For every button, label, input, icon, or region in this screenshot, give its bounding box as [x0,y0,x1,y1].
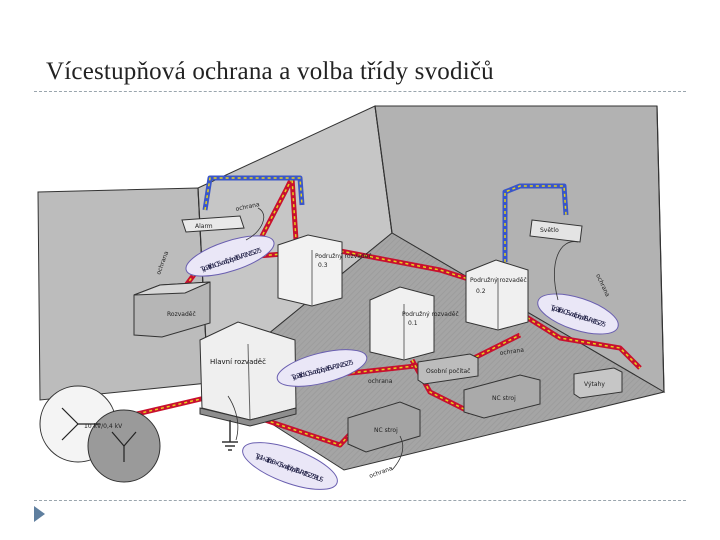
ochrana-label: ochrana [368,378,393,385]
sub-panel-1-label: Podružný rozvaděč [315,253,372,260]
ochrana-label: ochrana [368,465,394,480]
sub-panel-1-id: 0.3 [318,262,328,269]
cable-run [510,305,642,370]
nc-machine-2-label: NC stroj [374,427,398,434]
sub-panel-2: Podružný rozvaděč 0.1 [369,286,459,361]
sub-panel-1: Podružný rozvaděč 0.3 [277,234,372,307]
sub-panel-2-label: Podružný rozvaděč [402,311,459,318]
footer-separator [34,500,686,501]
main-panel: Hlavní rozvaděč [199,321,297,427]
cable-run [202,175,305,211]
svetlo-label: Světlo [540,227,559,234]
bullet-triangle-icon [34,506,45,522]
nc-machine-1-label: NC stroj [492,395,516,402]
sub-panel-2-id: 0.1 [408,320,418,327]
transformer-label: 10 kV/0,4 kV [84,423,123,430]
title-separator [34,91,686,92]
ochrana-label: ochrana [235,201,261,213]
callout-oval: Typ 2 (třída C) Svodič přepětí SVR 4 / 1… [537,293,619,335]
office-pc-label: Osobní počítač [426,368,470,375]
sub-panel-3-id: 0.2 [476,288,486,295]
elevator-label: Výtahy [584,381,605,388]
slide-title: Vícestupňová ochrana a volba třídy svodi… [46,58,494,85]
ochrana-label: ochrana [499,347,524,357]
sub-panel-3-label: Podružný rozvaděč [470,277,527,284]
alarm-box: Alarm [181,215,245,233]
ground-symbol [222,420,238,451]
rozvadec-label: Rozvaděč [167,311,196,318]
elevator-box: Výtahy [573,367,623,399]
office-pc-box: Osobní počítač [417,353,479,385]
leader-lines [227,207,579,471]
rozvadec-box: Rozvaděč [133,281,211,338]
wall-edge [656,105,665,393]
nc-machine-2: NC stroj [347,401,421,453]
cable-run [257,175,299,242]
wall-edge [374,105,393,234]
transformer: 10 kV/0,4 kV [39,385,161,483]
sub-panel-3: Podružný rozvaděč 0.2 [465,259,529,331]
main-panel-label: Hlavní rozvaděč [210,358,266,366]
nc-machine-1: NC stroj [463,374,541,419]
cable-run [502,183,569,262]
alarm-label: Alarm [195,223,213,230]
callout-oval: Typ 2 (třída C) Svodič přepětí SVR 1 N 1… [276,349,368,387]
svetlo-box: Světlo [529,219,583,243]
